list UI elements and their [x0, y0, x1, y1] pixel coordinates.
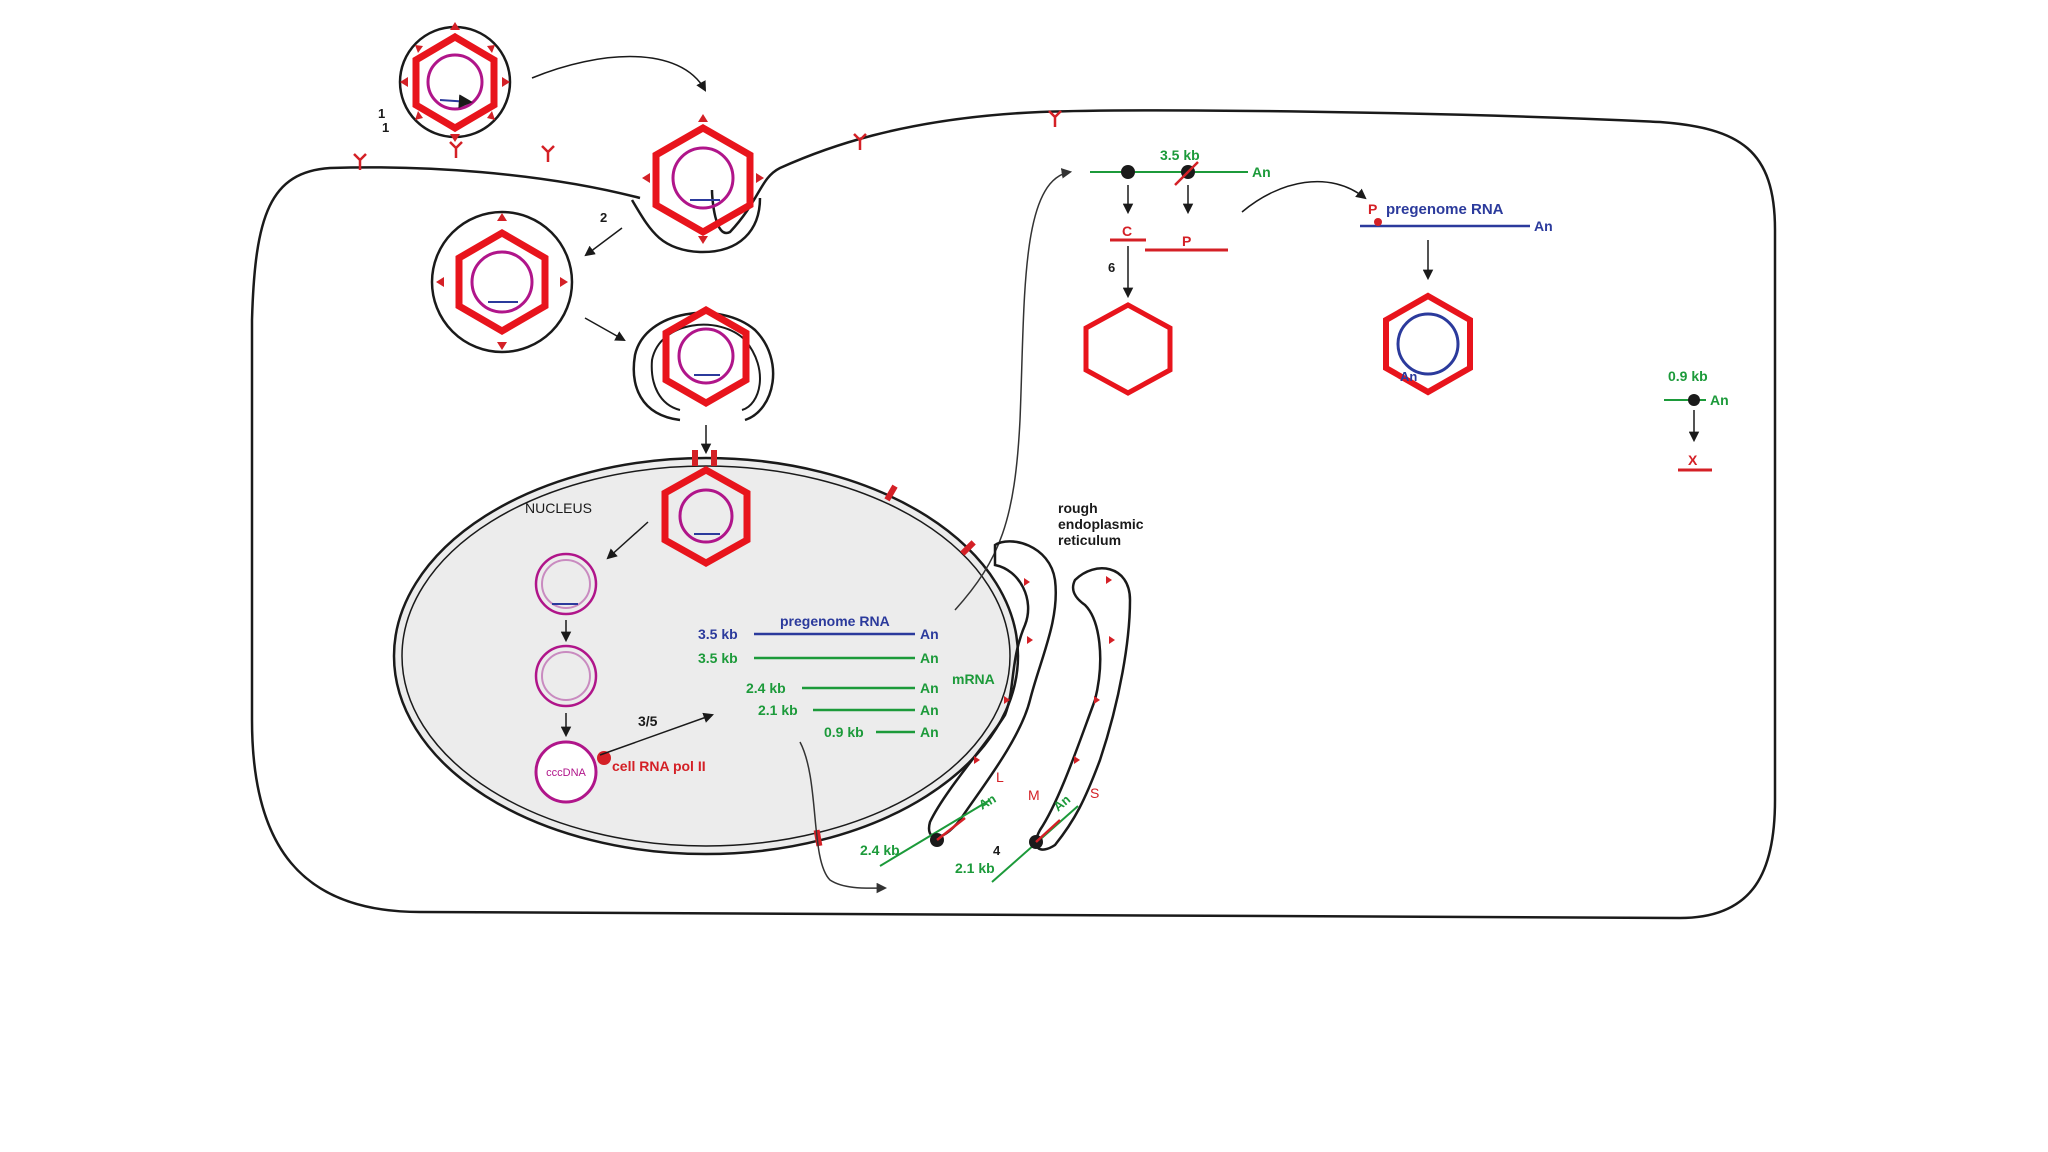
rer-label-3: reticulum	[1058, 532, 1121, 548]
kb35-blue: 3.5 kb	[698, 626, 738, 642]
protein-p-label: P	[1182, 233, 1191, 249]
attach-arrow	[531, 55, 707, 92]
rer-label-1: rough	[1058, 500, 1098, 516]
cccdna-circle	[534, 740, 611, 804]
export-to-cytoplasm-arrow	[954, 168, 1073, 611]
an-3: An	[920, 680, 939, 696]
er-ribosome-1	[879, 799, 991, 867]
kb21: 2.1 kb	[758, 702, 798, 718]
release-arrow	[606, 521, 649, 560]
endosome-virion	[430, 210, 574, 354]
step-2-label: 2	[600, 210, 607, 225]
cccdna-label: cccDNA	[546, 767, 586, 779]
er-kb21: 2.1 kb	[955, 860, 995, 876]
step-2-arrow	[584, 227, 623, 257]
rc-dna-1	[534, 552, 598, 616]
pregenome-cyto-p: P	[1368, 201, 1377, 217]
step-1-label: 1	[378, 106, 385, 121]
transcription-arrow	[599, 712, 714, 756]
attaching-virion	[642, 114, 764, 244]
er-kb24: 2.4 kb	[860, 842, 900, 858]
kb09: 0.9 kb	[824, 724, 864, 740]
filled-capsid-an: An	[1400, 369, 1417, 384]
p-bound-dot	[1374, 218, 1382, 226]
cyto-09-an: An	[1710, 392, 1729, 408]
an-1: An	[920, 626, 939, 642]
filled-capsid	[1383, 292, 1473, 396]
kb35-green: 3.5 kb	[698, 650, 738, 666]
to-pregenome-arrow	[1241, 180, 1367, 213]
endocytosis-invagination	[630, 197, 762, 254]
kb24: 2.4 kb	[746, 680, 786, 696]
nuclear-capsid	[661, 465, 751, 568]
pregenome-cyto-label: pregenome RNA	[1386, 201, 1504, 218]
er-ribosome-2	[991, 805, 1079, 883]
protein-x-label: X	[1688, 452, 1698, 468]
nucleus-label: NUCLEUS	[525, 500, 592, 516]
extracellular-virion	[398, 22, 512, 142]
protein-m-label: M	[1028, 787, 1040, 803]
cyto-kb35: 3.5 kb	[1160, 147, 1200, 163]
protein-s-label: S	[1090, 785, 1099, 801]
fusion-arrow	[584, 317, 626, 342]
export-to-er-arrow	[799, 741, 888, 894]
protein-l-label: L	[996, 769, 1004, 785]
cell-membrane	[250, 109, 1777, 920]
an-5: An	[920, 724, 939, 740]
mrna-label: mRNA	[952, 671, 995, 687]
rer-label-2: endoplasmic	[1058, 516, 1144, 532]
an-2: An	[920, 650, 939, 666]
pregenome-nuc-label: pregenome RNA	[780, 613, 890, 629]
step-4-label: 4	[993, 843, 1001, 858]
rc-dna-2	[534, 644, 598, 708]
er-an-2: An	[1050, 792, 1073, 815]
rna-pol-label: cell RNA pol II	[612, 758, 706, 774]
step-6-label: 6	[1108, 260, 1115, 275]
cyto-09kb-mrna	[1664, 394, 1706, 406]
an-4: An	[920, 702, 939, 718]
nuclear-transcripts	[754, 632, 915, 734]
step-35-label: 3/5	[638, 713, 658, 729]
protein-c-label: C	[1122, 223, 1132, 239]
pregenome-cyto-an: An	[1534, 218, 1553, 234]
membrane-receptors	[353, 110, 1062, 170]
cyto-an: An	[1252, 164, 1271, 180]
uncoating-virion	[632, 305, 775, 422]
cyto-35kb-mrna	[1090, 161, 1248, 186]
step-1b-label: 1	[382, 120, 389, 135]
empty-capsid	[1083, 302, 1173, 396]
cyto-kb09: 0.9 kb	[1668, 368, 1708, 384]
er-protein-marks	[974, 576, 1115, 764]
